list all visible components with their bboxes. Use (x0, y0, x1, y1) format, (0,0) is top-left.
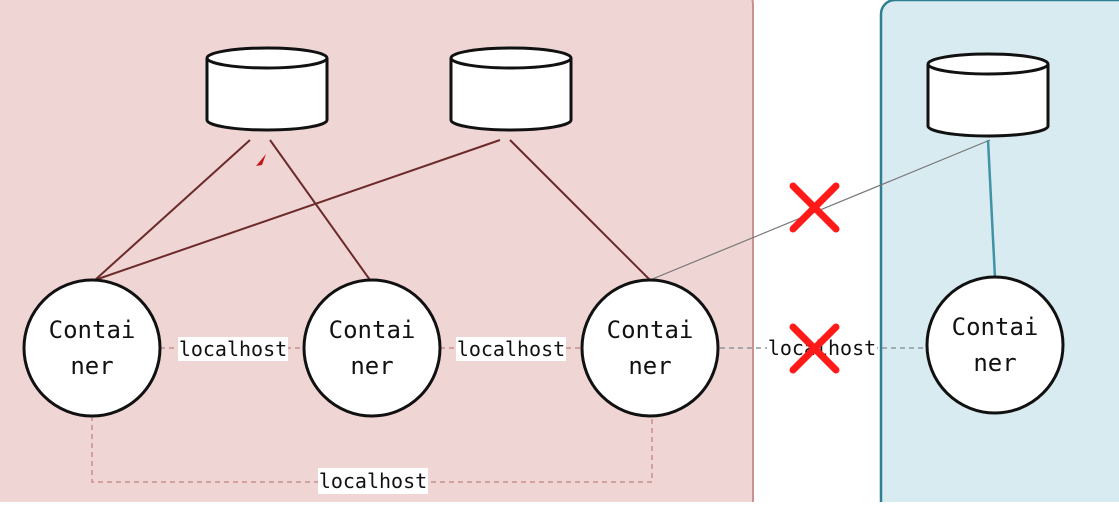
right-storage-link (986, 139, 997, 279)
container-label-line2: ner (70, 352, 113, 380)
container-label-line2: ner (628, 352, 671, 380)
container-node: Contai ner (925, 275, 1065, 415)
container-label-line2: ner (973, 349, 1016, 377)
container-label-line1: Contai (329, 316, 416, 344)
container-node: Contai ner (302, 278, 442, 418)
localhost-label: localhost (319, 469, 427, 493)
storage-cylinder-icon (205, 46, 329, 132)
localhost-label: localhost (457, 337, 565, 361)
localhost-label: localhost (179, 337, 287, 361)
container-node: Contai ner (580, 278, 720, 418)
blocked-cross-icon (789, 323, 840, 374)
container-label-line1: Contai (952, 313, 1039, 341)
storage-cylinder-icon (926, 52, 1050, 138)
blocked-cross-icon (789, 182, 840, 233)
storage-cylinder-icon (449, 46, 573, 132)
container-label-line2: ner (350, 352, 393, 380)
container-node: Contai ner (22, 278, 162, 418)
storage-links (94, 139, 651, 281)
pod-left (0, 0, 754, 506)
container-label-line1: Contai (49, 316, 136, 344)
cursor-mark (256, 154, 266, 166)
container-label-line1: Contai (607, 316, 694, 344)
